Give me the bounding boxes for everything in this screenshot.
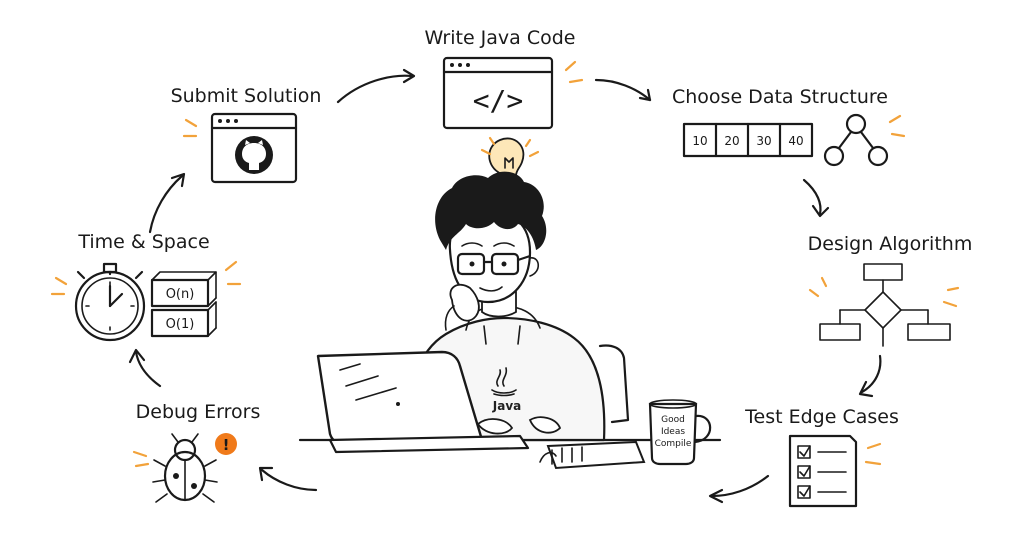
chair-back bbox=[598, 344, 630, 424]
laptop bbox=[316, 350, 530, 454]
coffee-mug: Good Ideas Compile bbox=[648, 399, 712, 466]
arrow-time-to-submit bbox=[148, 174, 184, 234]
sparkle-bulb bbox=[480, 136, 540, 158]
label-submit-solution: Submit Solution bbox=[171, 85, 322, 107]
checklist-icon bbox=[788, 434, 858, 508]
arrow-ds-to-algo bbox=[802, 178, 822, 216]
array-icon: 10 20 30 40 bbox=[682, 122, 814, 158]
alert-symbol: ! bbox=[223, 436, 230, 454]
label-write-java-code: Write Java Code bbox=[424, 27, 575, 49]
flowchart-icon bbox=[819, 263, 951, 347]
sparkle-algo bbox=[808, 276, 960, 308]
mug-text-line: Good bbox=[661, 415, 685, 425]
cycle-arrows bbox=[128, 68, 882, 504]
label-debug-errors: Debug Errors bbox=[136, 401, 261, 423]
array-cell: 20 bbox=[724, 134, 739, 148]
sparkle-write bbox=[564, 60, 584, 84]
sparkle-test bbox=[864, 442, 882, 466]
mug-text-line: Compile bbox=[655, 439, 692, 449]
arrow-debug-to-time bbox=[134, 350, 162, 388]
array-cell: 40 bbox=[788, 134, 803, 148]
browser-window-icon bbox=[210, 112, 298, 184]
github-icon bbox=[235, 136, 273, 174]
big-o-constant: O(1) bbox=[166, 317, 195, 332]
label-choose-data-structure: Choose Data Structure bbox=[672, 86, 888, 108]
arrow-algo-to-test bbox=[860, 354, 882, 394]
arrow-to-debug bbox=[260, 468, 318, 492]
code-window-icon: </> bbox=[442, 56, 554, 130]
sparkle-debug bbox=[132, 450, 150, 468]
array-cell: 10 bbox=[692, 134, 707, 148]
complexity-blocks: O(n) O(1) bbox=[150, 271, 217, 338]
sparkle-submit bbox=[182, 118, 198, 138]
mug-text-line: Ideas bbox=[661, 427, 685, 437]
label-design-algorithm: Design Algorithm bbox=[808, 233, 973, 255]
label-test-edge-cases: Test Edge Cases bbox=[744, 406, 899, 428]
array-cell: 30 bbox=[756, 134, 771, 148]
notebook bbox=[539, 440, 646, 470]
code-symbol: </> bbox=[473, 84, 524, 117]
stopwatch-icon bbox=[74, 262, 146, 342]
arrow-write-to-ds bbox=[594, 78, 652, 102]
hair bbox=[435, 171, 547, 250]
alert-icon: ! bbox=[215, 433, 237, 455]
hoodie-label: Java bbox=[492, 399, 521, 413]
arrow-submit-to-write bbox=[336, 74, 414, 104]
arrow-test-to-laptop bbox=[710, 474, 770, 498]
bug-icon bbox=[152, 433, 218, 503]
tree-icon bbox=[823, 113, 889, 167]
label-time-space: Time & Space bbox=[77, 231, 209, 253]
sparkle-time bbox=[50, 260, 242, 296]
big-o-linear: O(n) bbox=[166, 287, 195, 302]
sparkle-ds bbox=[888, 114, 906, 138]
